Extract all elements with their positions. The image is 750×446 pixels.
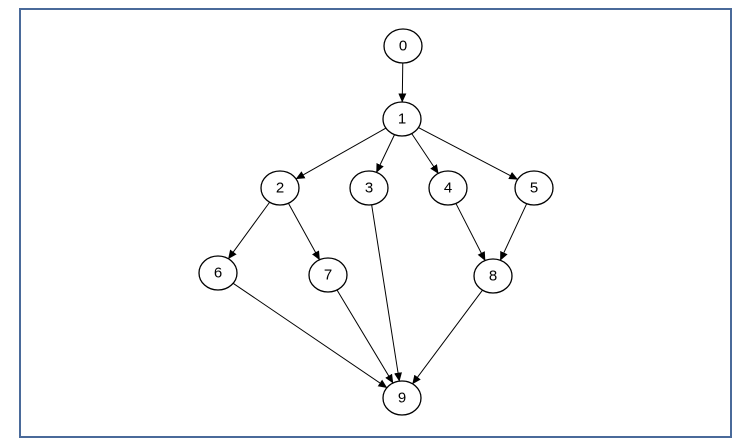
node-2-label: 2 [276, 180, 284, 197]
edge-4-to-8 [455, 203, 486, 261]
edge-1-to-3 [376, 134, 395, 173]
node-5-circle [514, 170, 554, 206]
edge-6-to-9 [232, 282, 388, 389]
node-7-label: 7 [324, 267, 332, 284]
node-8-circle [473, 258, 513, 294]
edge-1-to-4 [411, 133, 439, 174]
node-9-circle [382, 380, 422, 416]
edges-layer [227, 62, 528, 389]
node-2: 2 [260, 170, 300, 206]
edge-1-to-5 [418, 127, 519, 180]
edge-5-to-8 [499, 203, 528, 261]
node-4: 4 [428, 170, 468, 206]
edge-7-to-9 [336, 289, 394, 384]
edge-8-to-9 [412, 289, 483, 385]
edge-0-to-1 [398, 62, 407, 103]
node-8: 8 [473, 258, 513, 294]
node-2-circle [260, 170, 300, 206]
node-5: 5 [514, 170, 554, 206]
node-4-circle [428, 170, 468, 206]
node-1-label: 1 [398, 111, 406, 128]
node-1: 1 [382, 101, 422, 137]
node-3-label: 3 [365, 180, 373, 197]
diagram-frame [19, 8, 732, 438]
edge-3-to-9 [371, 204, 402, 382]
node-0-label: 0 [399, 38, 407, 55]
node-7-circle [308, 257, 348, 293]
node-4-label: 4 [444, 180, 452, 197]
node-8-label: 8 [489, 268, 497, 285]
edge-1-to-2 [295, 127, 387, 180]
node-0-circle [383, 28, 423, 64]
node-5-label: 5 [530, 180, 538, 197]
node-7: 7 [308, 257, 348, 293]
node-3-circle [349, 170, 389, 206]
node-6-label: 6 [214, 265, 222, 282]
node-6-circle [198, 255, 238, 291]
node-6: 6 [198, 255, 238, 291]
node-3: 3 [349, 170, 389, 206]
edge-2-to-6 [227, 201, 271, 260]
node-1-circle [382, 101, 422, 137]
node-0: 0 [383, 28, 423, 64]
node-9-label: 9 [398, 390, 406, 407]
nodes-layer: 0 1 2 3 4 5 6 7 8 9 [198, 28, 554, 416]
node-9: 9 [382, 380, 422, 416]
edge-2-to-7 [287, 203, 321, 261]
